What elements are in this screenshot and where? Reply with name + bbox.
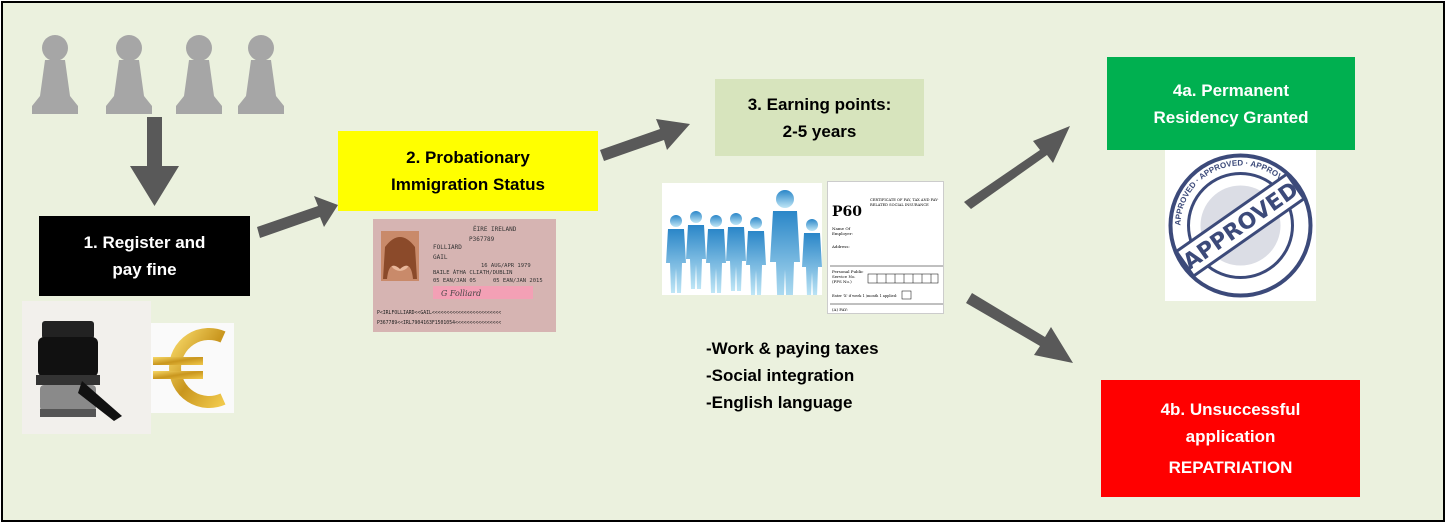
approved-stamp-image: APPROVED · APPROVED · APPROVED APPROVED xyxy=(1165,150,1316,301)
step4a-line1: 4a. Permanent xyxy=(1172,80,1290,100)
p60-form-image: P60 CERTIFICATE OF PAY, TAX AND PAY-RELA… xyxy=(827,181,944,314)
business-people-icon xyxy=(666,190,822,295)
step1-line1: 1. Register and xyxy=(83,233,206,252)
arrow-step1-to-step2 xyxy=(257,196,338,238)
p60-label-pps3: (PPS No.) xyxy=(832,279,852,284)
p60-label-week1: Enter 'X' if week 1 /month 1 applied: xyxy=(832,294,897,298)
step4b-box: 4b. Unsuccessful application REPATRIATIO… xyxy=(1101,380,1360,497)
euro-icon xyxy=(153,328,226,408)
business-people-image xyxy=(662,183,822,295)
passport-place: BAILE ÁTHA CLIATH/DUBLIN xyxy=(433,269,512,276)
arrow-down xyxy=(130,117,179,206)
step4b-line1: 4b. Unsuccessful xyxy=(1160,400,1301,419)
passport-country: ÉIRE IRELAND xyxy=(473,225,517,233)
step2-box: 2. Probationary Immigration Status xyxy=(338,131,598,211)
p60-label-pps1: Personal Public xyxy=(832,269,864,274)
criteria-list: -Work & paying taxes -Social integration… xyxy=(706,335,879,416)
passport-number: P367789 xyxy=(469,236,495,243)
criteria-item: -Social integration xyxy=(706,366,855,385)
p60-heading: CERTIFICATE OF PAY, TAX AND PAY-RELATED … xyxy=(870,198,939,207)
passport-page: ÉIRE IRELAND P367789 FOLLIARD GAIL 16 AU… xyxy=(373,219,556,332)
p60-form: P60 CERTIFICATE OF PAY, TAX AND PAY-RELA… xyxy=(830,198,943,312)
step3-box: 3. Earning points: 2-5 years xyxy=(715,79,924,156)
p60-label-employer: Employer: xyxy=(832,231,853,236)
step3-line2: 2-5 years xyxy=(782,121,857,141)
step2-line1: 2. Probationary xyxy=(406,148,530,167)
step4a-box: 4a. Permanent Residency Granted xyxy=(1107,57,1355,150)
passport-mrz2: P367789<<IRL7904163F1501054<<<<<<<<<<<<<… xyxy=(377,320,501,326)
step2-line2: Immigration Status xyxy=(391,175,545,194)
step3-line1: 3. Earning points: xyxy=(747,94,892,114)
rubber-stamp-icon xyxy=(36,321,122,421)
passport-issue: 05 EAN/JAN 05 xyxy=(433,278,476,284)
passport-forename: GAIL xyxy=(433,254,448,261)
approved-stamp-icon: APPROVED · APPROVED · APPROVED APPROVED xyxy=(1168,153,1313,298)
arrow-step3-to-step4a xyxy=(964,126,1070,209)
passport-surname: FOLLIARD xyxy=(433,244,462,251)
p60-label-pps2: Service No. xyxy=(832,274,856,279)
passport-expiry: 05 EAN/JAN 2015 xyxy=(493,278,543,284)
passport-dob: 16 AUG/APR 1979 xyxy=(481,263,531,269)
p60-title: P60 xyxy=(832,204,862,220)
step4a-line2: Residency Granted xyxy=(1153,107,1309,127)
criteria-item: -English language xyxy=(706,393,853,412)
p60-label-pay: (A) PAY: xyxy=(832,307,848,312)
step1-line2: pay fine xyxy=(112,260,177,279)
criteria-item: -Work & paying taxes xyxy=(706,339,879,358)
arrow-step2-to-step3 xyxy=(600,119,690,161)
p60-label-address: Address: xyxy=(831,244,850,249)
arrow-step3-to-step4b xyxy=(966,293,1073,363)
passport-mrz1: P<IRLFOLLIARD<<GAIL<<<<<<<<<<<<<<<<<<<<<… xyxy=(377,310,501,316)
step4b-line3: REPATRIATION xyxy=(1168,458,1293,477)
passport-signature: G Folliard xyxy=(441,289,481,298)
passport-image: ÉIRE IRELAND P367789 FOLLIARD GAIL 16 AU… xyxy=(373,219,556,332)
p60-label-name: Name Of xyxy=(832,226,851,231)
euro-image xyxy=(151,323,234,413)
rubber-stamp-image xyxy=(22,301,151,434)
step4b-line2: application xyxy=(1185,427,1276,446)
step1-box: 1. Register and pay fine xyxy=(39,216,250,296)
